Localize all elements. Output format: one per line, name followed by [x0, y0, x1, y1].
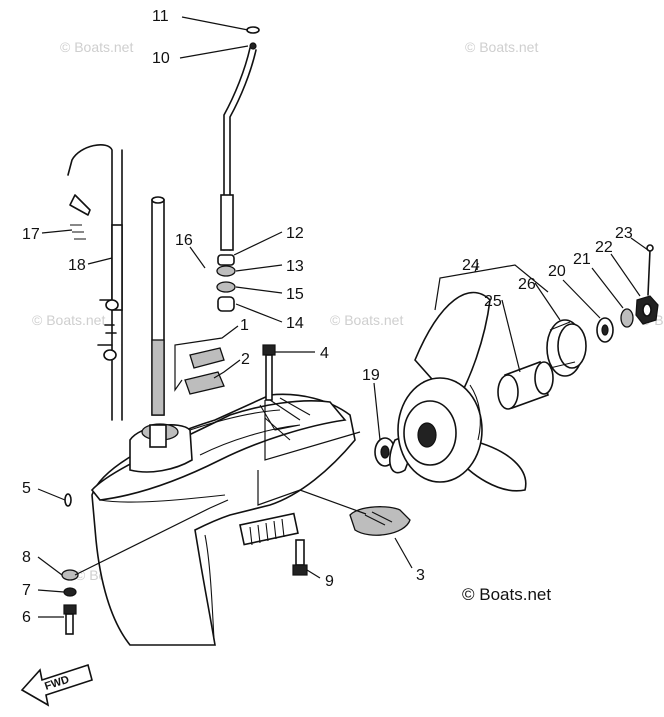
bolt-6-head — [63, 604, 77, 615]
grommet-11 — [246, 26, 260, 34]
callout-18: 18 — [68, 257, 86, 274]
callout-26: 26 — [518, 276, 536, 293]
callout-25: 25 — [484, 293, 502, 310]
callout-17: 17 — [22, 226, 40, 243]
washer-15 — [216, 281, 236, 293]
nut-22 — [635, 295, 659, 325]
dowel-5 — [64, 493, 72, 507]
callout-20: 20 — [548, 263, 566, 280]
washer-7 — [63, 587, 77, 597]
washer-21 — [620, 308, 634, 328]
callout-4: 4 — [320, 345, 329, 362]
callout-3: 3 — [416, 567, 425, 584]
callout-16: 16 — [175, 232, 193, 249]
bolt-9 — [292, 539, 308, 576]
callout-12: 12 — [286, 225, 304, 242]
callout-1: 1 — [240, 317, 249, 334]
water-tube — [67, 144, 123, 421]
watermark: © Boats.net — [330, 312, 403, 328]
clip-10 — [249, 42, 257, 50]
watermark-main: © Boats.net — [462, 585, 551, 604]
shift-rod — [216, 26, 260, 312]
small-parts-left — [61, 493, 79, 635]
watermark: © Boats.net — [465, 39, 538, 55]
callout-14: 14 — [286, 315, 304, 332]
callout-6: 6 — [22, 609, 31, 626]
bracket-24 — [434, 264, 549, 311]
watermark: © Boats.net — [32, 312, 105, 328]
bolt-4 — [262, 344, 276, 401]
plug-1 — [189, 347, 225, 369]
callout-13: 13 — [286, 258, 304, 275]
plugs — [184, 347, 225, 395]
callout-5: 5 — [22, 480, 31, 497]
screw-17 — [70, 224, 86, 240]
callout-23: 23 — [615, 225, 633, 242]
callout-21: 21 — [573, 251, 591, 268]
lower-unit-housing — [90, 393, 356, 646]
callouts: 11 10 17 18 16 12 13 15 14 1 2 4 5 8 7 6… — [22, 8, 633, 626]
callout-2: 2 — [241, 351, 250, 368]
callout-22: 22 — [595, 239, 613, 256]
leader-lines — [37, 16, 649, 618]
callout-8: 8 — [22, 549, 31, 566]
forward-direction-arrow: FWD — [20, 663, 93, 707]
bolt-6-shank — [65, 613, 74, 635]
callout-10: 10 — [152, 50, 170, 67]
callout-19: 19 — [362, 367, 380, 384]
callout-15: 15 — [286, 286, 304, 303]
callout-9: 9 — [325, 573, 334, 590]
bushing-14 — [217, 296, 235, 312]
drive-shaft — [151, 196, 165, 416]
callout-7: 7 — [22, 582, 31, 599]
watermark: © Boats.net — [60, 39, 133, 55]
spacer-26 — [546, 319, 587, 377]
callout-24: 24 — [462, 257, 480, 274]
callout-11: 11 — [152, 8, 169, 25]
seal-12 — [217, 254, 235, 266]
bushing-25 — [497, 360, 554, 410]
propeller-24 — [389, 291, 527, 492]
washer-20-hole — [601, 324, 609, 336]
boot-13 — [216, 265, 236, 277]
cotter-pin-23 — [646, 244, 654, 296]
